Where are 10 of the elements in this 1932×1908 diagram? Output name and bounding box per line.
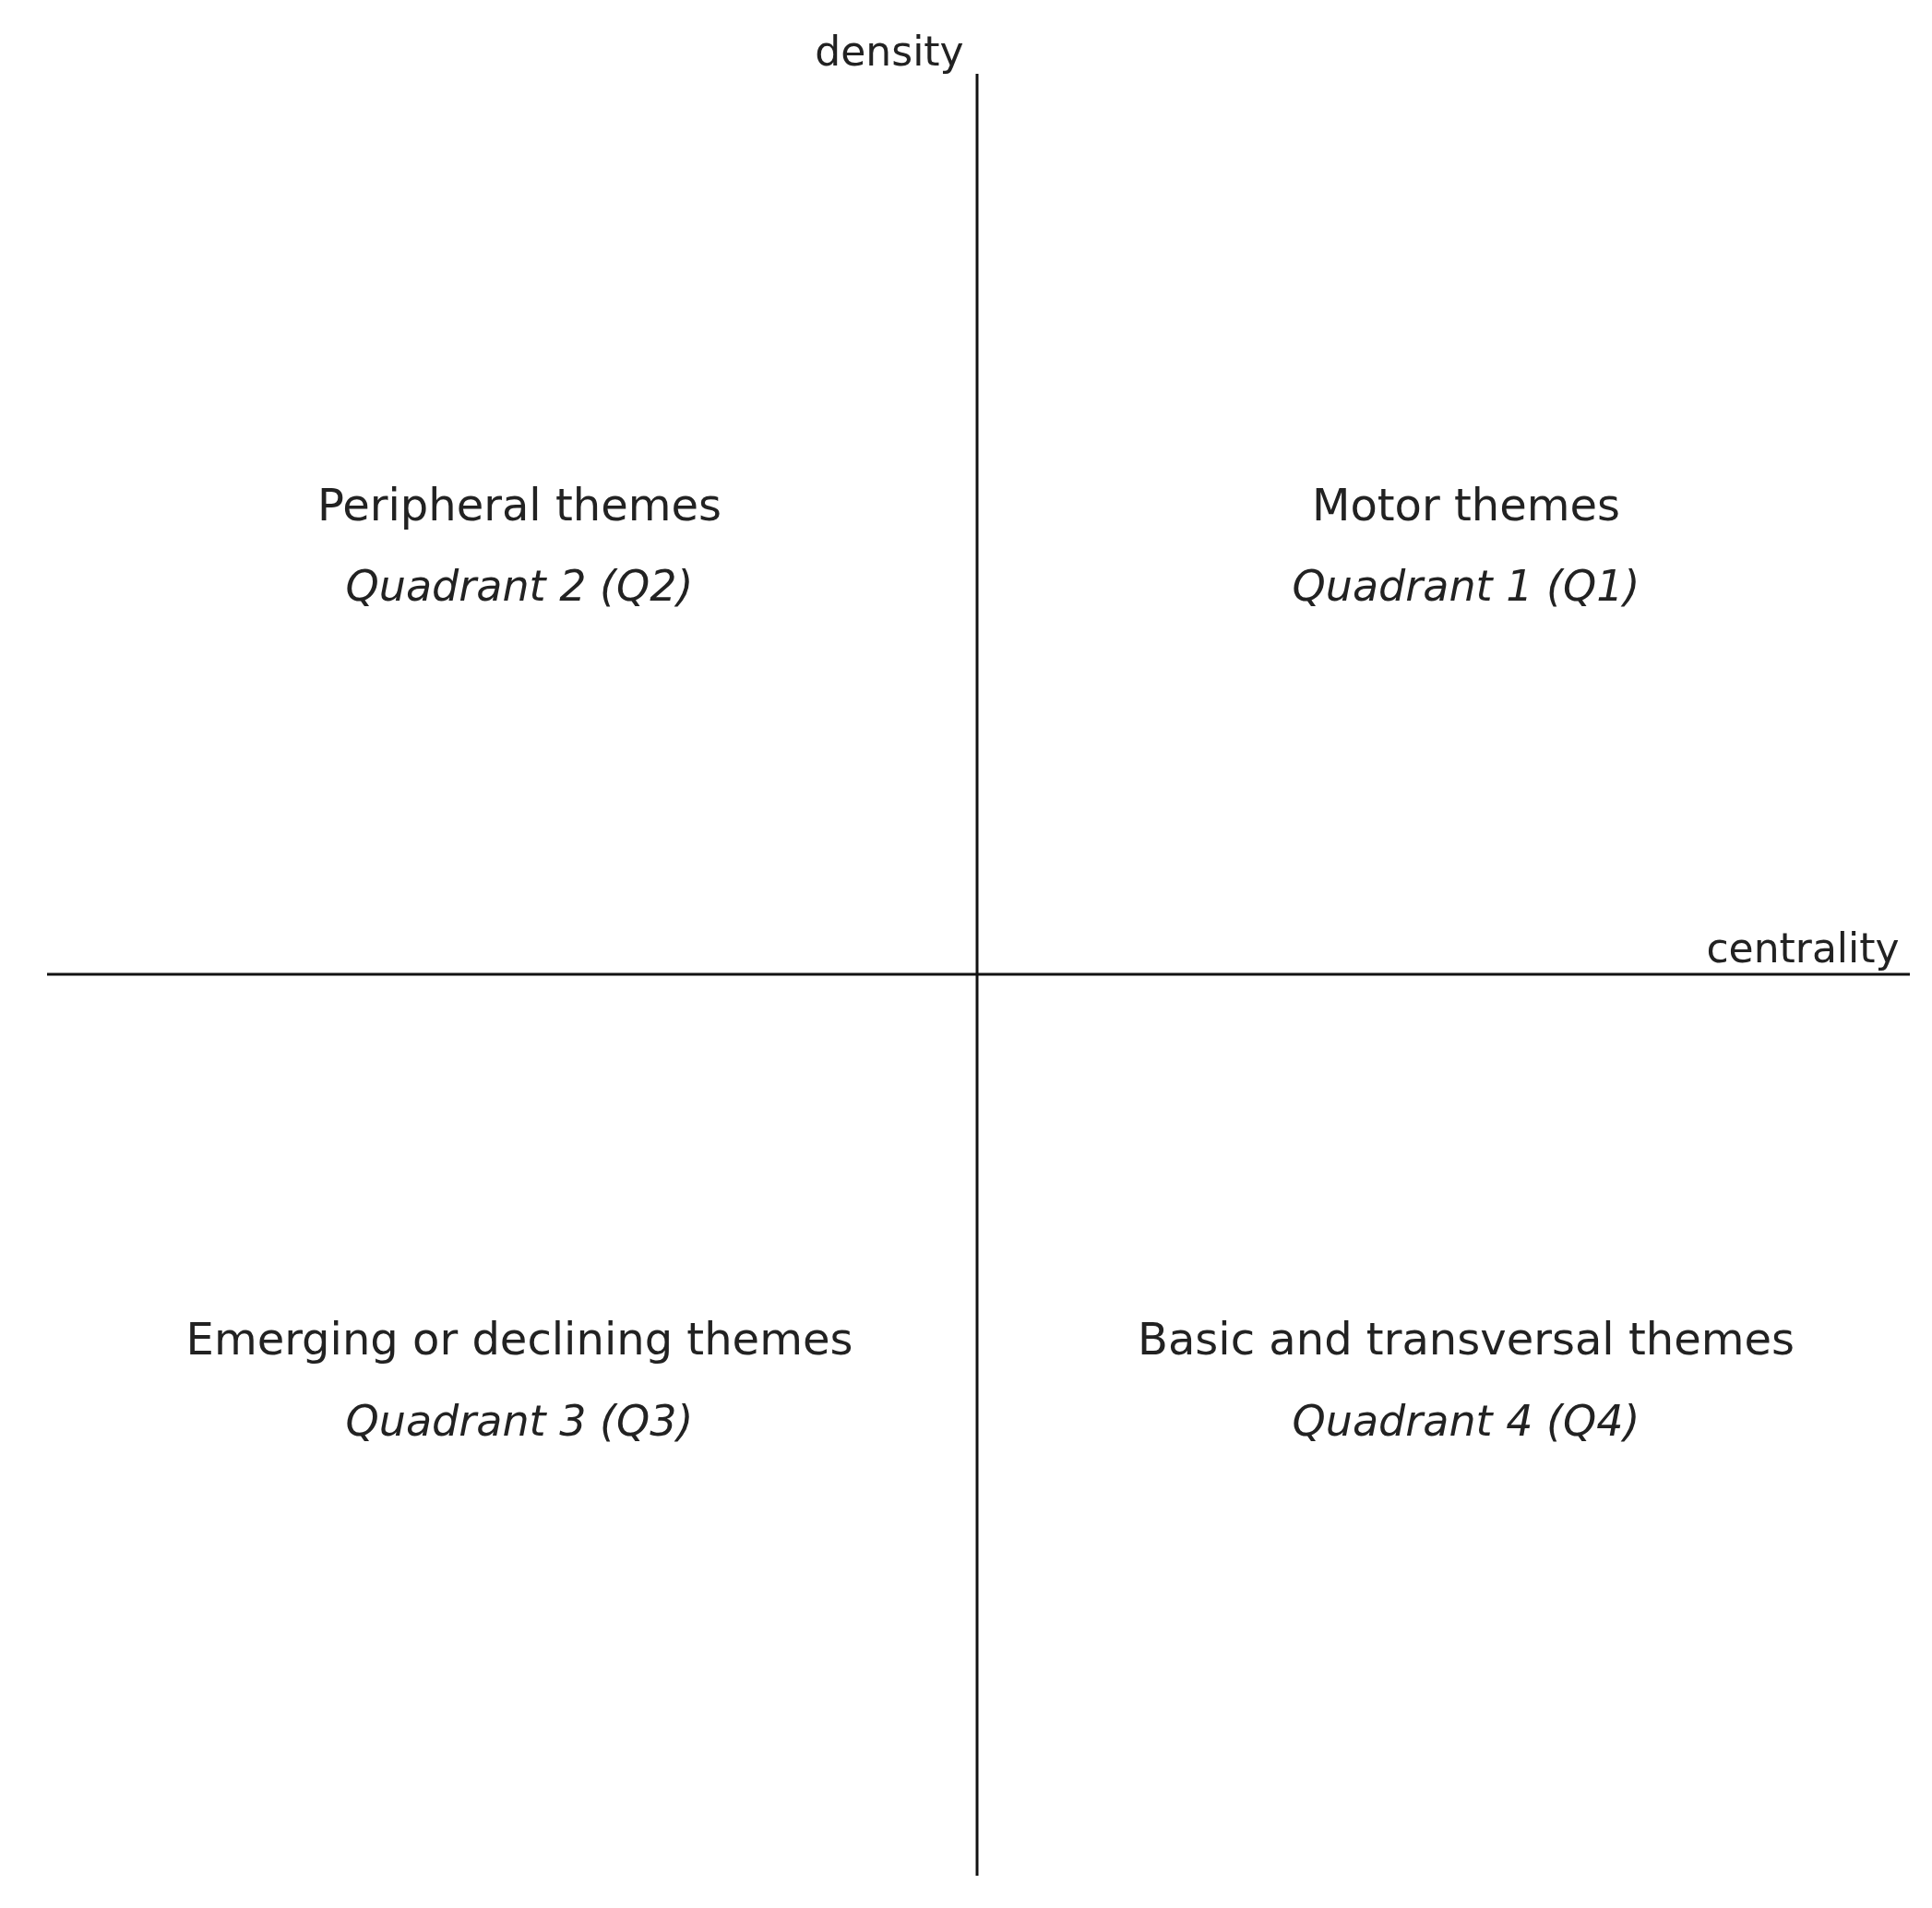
quadrant-number: Quadrant 4 (Q4) xyxy=(1292,1396,1640,1448)
quadrant-number: Quadrant 2 (Q2) xyxy=(345,561,694,613)
quadrant-title: Emerging or declining themes xyxy=(185,1313,853,1366)
quadrant-title: Motor themes xyxy=(1312,479,1620,532)
axis-label: density xyxy=(815,27,964,77)
axis-label: centrality xyxy=(1706,924,1900,973)
quadrant-title: Basic and transversal themes xyxy=(1137,1313,1795,1366)
quadrant-number: Quadrant 3 (Q3) xyxy=(345,1396,694,1448)
quadrant-title: Peripheral themes xyxy=(316,479,722,532)
quadrant-number: Quadrant 1 (Q1) xyxy=(1292,561,1640,613)
